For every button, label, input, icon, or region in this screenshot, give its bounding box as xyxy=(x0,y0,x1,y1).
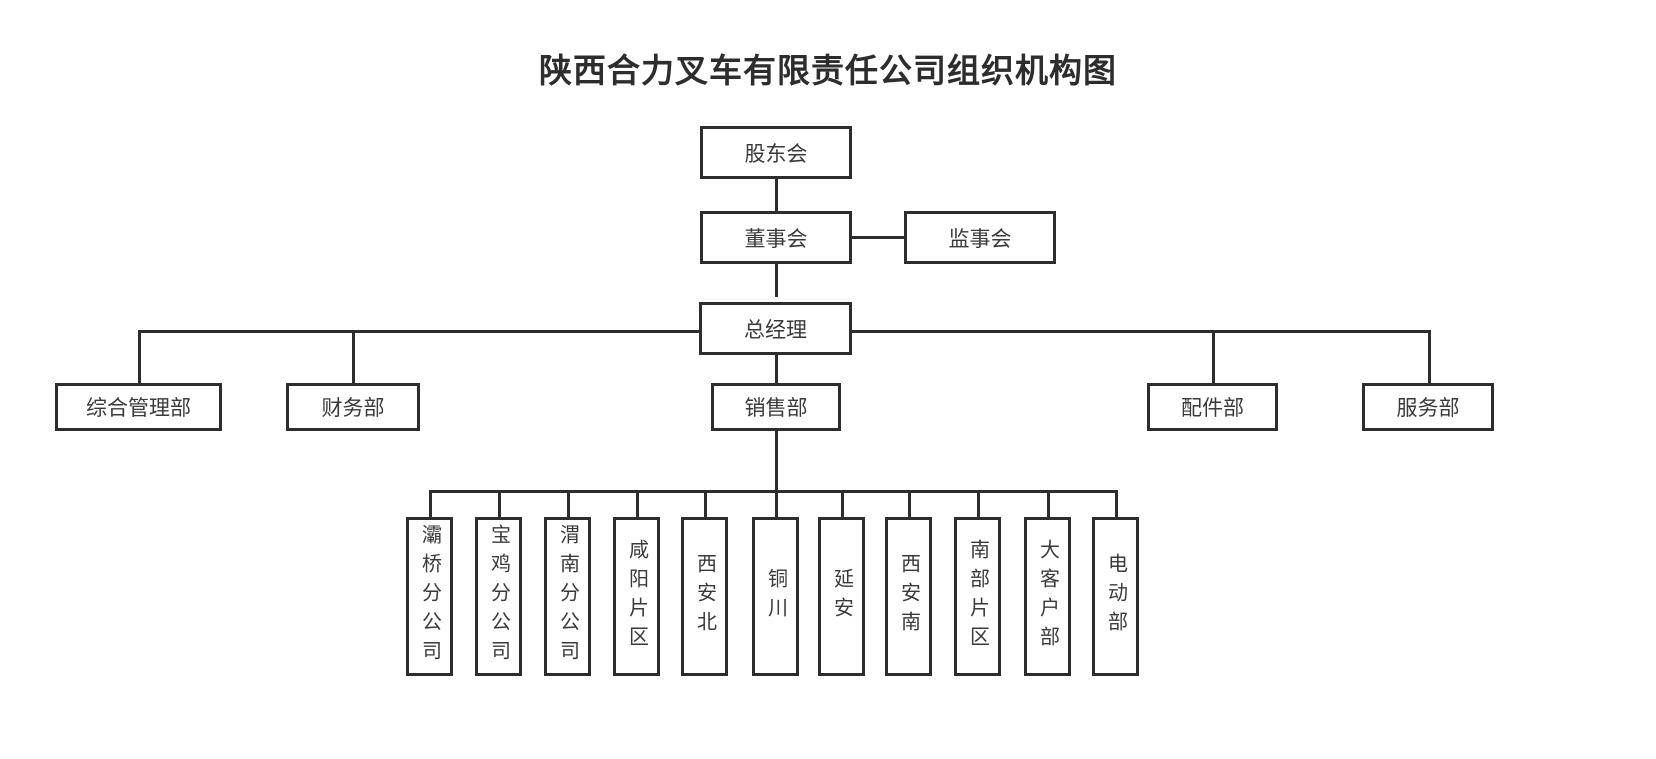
connector-board-to-manager xyxy=(775,264,778,297)
node-comprehensive-management-label: 综合管理部 xyxy=(86,396,191,420)
node-sales-unit-1[interactable]: 灞桥分公司 xyxy=(406,517,453,676)
node-sales-unit-7-label: 延安 xyxy=(830,567,853,626)
drop-parts xyxy=(1212,330,1215,383)
node-sales-unit-6-label: 铜川 xyxy=(764,567,787,626)
connector-board-to-supervisors xyxy=(851,236,905,239)
node-sales-unit-10-label: 大客户部 xyxy=(1036,538,1059,655)
node-general-manager[interactable]: 总经理 xyxy=(699,302,852,355)
node-sales-unit-5[interactable]: 西安北 xyxy=(681,517,728,676)
node-sales-unit-3-label: 渭南分公司 xyxy=(556,524,579,669)
node-general-manager-label: 总经理 xyxy=(744,317,807,342)
node-comprehensive-management[interactable]: 综合管理部 xyxy=(55,383,222,431)
node-sales-unit-2-label: 宝鸡分公司 xyxy=(487,524,510,669)
node-board-of-directors[interactable]: 董事会 xyxy=(700,211,852,264)
node-sales-unit-11[interactable]: 电动部 xyxy=(1092,517,1139,676)
node-sales-unit-4[interactable]: 咸阳片区 xyxy=(613,517,660,676)
node-sales-unit-2[interactable]: 宝鸡分公司 xyxy=(475,517,522,676)
drop-sales-unit-8 xyxy=(908,490,911,517)
drop-sales-unit-10 xyxy=(1047,490,1050,517)
node-service-label: 服务部 xyxy=(1396,396,1460,420)
drop-finance xyxy=(352,330,355,383)
connector-shareholders-to-board xyxy=(775,179,778,211)
drop-sales-unit-3 xyxy=(567,490,570,517)
node-shareholders-label: 股东会 xyxy=(744,141,808,166)
drop-sales-unit-2 xyxy=(498,490,501,517)
node-board-of-directors-label: 董事会 xyxy=(744,226,808,251)
node-sales-unit-8-label: 西安南 xyxy=(897,553,920,640)
node-sales[interactable]: 销售部 xyxy=(711,383,841,431)
drop-sales-unit-1 xyxy=(429,490,432,517)
drop-comprehensive-management xyxy=(138,330,141,383)
sales-bus xyxy=(429,490,1118,493)
node-finance[interactable]: 财务部 xyxy=(286,383,420,431)
node-board-of-supervisors-label: 监事会 xyxy=(948,226,1012,251)
node-sales-unit-3[interactable]: 渭南分公司 xyxy=(544,517,591,676)
drop-sales-unit-9 xyxy=(977,490,980,517)
node-sales-unit-11-label: 电动部 xyxy=(1104,553,1127,640)
drop-sales-unit-5 xyxy=(704,490,707,517)
page-title: 陕西合力叉车有限责任公司组织机构图 xyxy=(539,51,1117,90)
node-board-of-supervisors[interactable]: 监事会 xyxy=(904,211,1056,264)
node-sales-unit-5-label: 西安北 xyxy=(693,553,716,640)
drop-sales-unit-4 xyxy=(636,490,639,517)
drop-sales-unit-6 xyxy=(775,490,778,517)
node-service[interactable]: 服务部 xyxy=(1362,383,1494,431)
node-finance-label: 财务部 xyxy=(321,396,385,420)
node-sales-unit-1-label: 灞桥分公司 xyxy=(418,524,441,669)
node-sales-unit-7[interactable]: 延安 xyxy=(818,517,865,676)
node-sales-unit-6[interactable]: 铜川 xyxy=(752,517,799,676)
drop-sales-unit-11 xyxy=(1115,490,1118,517)
sales-to-bus xyxy=(775,430,778,492)
node-sales-unit-4-label: 咸阳片区 xyxy=(625,538,648,655)
node-parts-label: 配件部 xyxy=(1181,396,1244,420)
drop-service xyxy=(1428,330,1431,383)
drop-sales xyxy=(775,355,778,383)
drop-sales-unit-7 xyxy=(841,490,844,517)
node-sales-unit-9-label: 南部片区 xyxy=(966,538,989,655)
node-shareholders[interactable]: 股东会 xyxy=(700,126,852,179)
node-sales-unit-9[interactable]: 南部片区 xyxy=(954,517,1001,676)
node-sales-unit-8[interactable]: 西安南 xyxy=(885,517,932,676)
node-sales-unit-10[interactable]: 大客户部 xyxy=(1024,517,1071,676)
node-parts[interactable]: 配件部 xyxy=(1147,383,1278,431)
node-sales-label: 销售部 xyxy=(744,396,808,420)
